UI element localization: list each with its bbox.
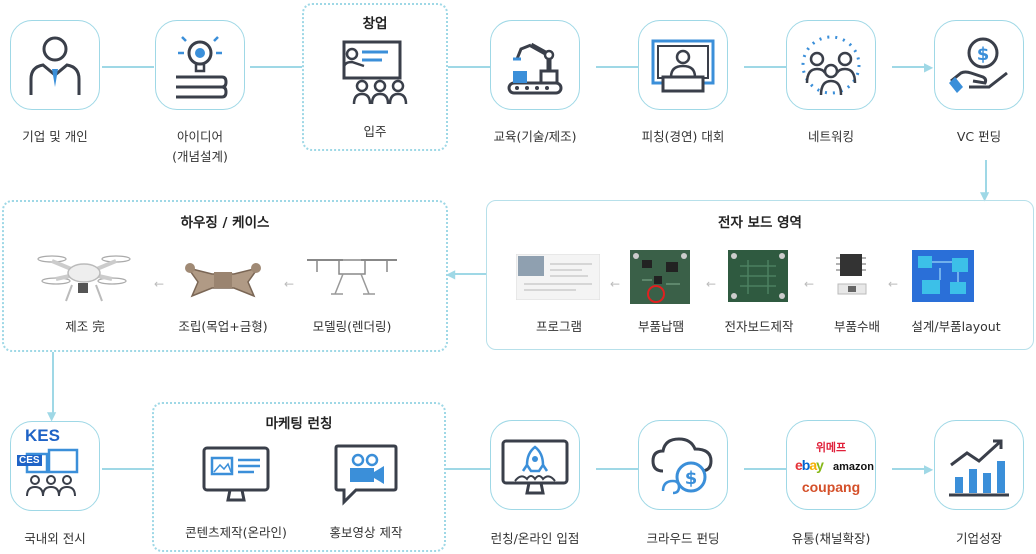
node-label: 유통(채널확장) [791,531,871,546]
arrow-right-icon: ▶ [924,60,934,74]
small-arrow-left-icon: ← [284,277,295,291]
node-label: VC 펀딩 [956,129,1002,144]
electronics-group [486,200,1034,350]
rocket-monitor-icon [501,439,569,495]
startup-title: 창업 [362,16,388,32]
networking-people-icon [801,35,861,96]
node-exhibition: KES CES [10,421,100,511]
small-arrow-left-icon: ← [154,277,165,291]
housing-item-label: 제조 完 [65,319,105,334]
arrow-right-icon: ▶ [924,462,934,476]
connector [52,352,54,414]
node-idea [155,20,245,110]
arrow-left-icon: ◀ [446,267,456,281]
presentation-icon [342,40,408,105]
node-growth [934,420,1024,510]
node-label: 입주 [363,124,387,139]
node-label-sub: (개념설계) [172,149,228,164]
connector [452,273,486,275]
electronics-item-label: 부품수배 [833,319,880,334]
lightbulb-book-icon [176,36,228,99]
electronics-title: 전자 보드 영역 [718,215,802,231]
node-label: 교육(기술/제조) [493,129,577,144]
node-company-individual [10,20,100,110]
pcb-soldered-image [630,250,690,304]
pcb-layout-image [912,250,974,302]
ebay-logo: ebay [795,457,824,473]
node-label: 피칭(경연) 대회 [641,129,725,144]
drone-wireframe-image [307,259,397,295]
marketing-item-label: 홍보영상 제작 [329,525,403,540]
connector [446,468,490,470]
marketing-item-label: 콘텐츠제작(온라인) [185,525,287,540]
node-label: 런칭/온라인 입점 [490,531,580,546]
node-label: 기업 및 개인 [22,129,88,144]
connector [102,66,154,68]
svg-text:$: $ [685,468,698,489]
node-pitching [638,20,728,110]
small-arrow-left-icon: ← [706,277,717,291]
node-distribution: 위메프 ebay amazon coupang [786,420,876,510]
housing-group [2,200,448,352]
node-education [490,20,580,110]
arrow-down-icon: ▼ [47,409,57,423]
hand-dollar-icon: $ [949,37,1008,93]
coupang-logo: coupang [801,479,861,495]
electronics-item-label: 부품납땜 [637,319,684,334]
node-networking [786,20,876,110]
growth-chart-icon [949,439,1009,497]
video-bubble-icon [334,444,398,506]
housing-item-label: 조립(목업+금형) [178,319,268,334]
connector [250,66,302,68]
node-label: 크라우드 펀딩 [646,531,720,546]
connector [102,468,152,470]
housing-title: 하우징 / 케이스 [180,215,270,231]
connector [985,160,987,196]
node-move-in [330,38,420,108]
electronics-item-label: 프로그램 [535,319,582,334]
robot-arm-icon [507,42,563,95]
node-label: 국내외 전시 [24,531,86,546]
node-label: 네트워킹 [807,129,854,144]
businessman-icon [29,36,81,95]
marketing-title: 마케팅 런칭 [265,416,333,432]
small-arrow-left-icon: ← [610,277,621,291]
kes-logo: KES [25,426,60,445]
connector [596,468,638,470]
amazon-logo: amazon [833,461,874,473]
node-vc-funding: $ [934,20,1024,110]
connector [744,468,786,470]
startup-group [302,3,448,151]
pitching-screen-icon [651,39,715,93]
wemakeprice-logo: 위메프 [815,441,847,454]
node-launch-online [490,420,580,510]
connector [892,66,928,68]
pcb-board-image [728,250,788,302]
chip-component-image [836,254,867,295]
housing-item-label: 모델링(렌더링) [312,319,392,334]
connector [448,66,490,68]
drone-final-image [37,255,131,302]
arrow-down-icon: ▼ [980,189,990,203]
electronics-item-label: 설계/부품layout [911,319,1001,334]
node-label: 아이디어 [176,129,223,144]
program-screen-image [516,254,600,300]
small-arrow-left-icon: ← [804,277,815,291]
marketing-group [152,402,446,552]
small-arrow-left-icon: ← [888,277,899,291]
node-label: 기업성장 [955,531,1002,546]
connector [744,66,786,68]
node-crowd-funding: $ [638,420,728,510]
monitor-content-icon [202,446,270,502]
svg-text:$: $ [977,44,990,65]
ces-logo: CES [17,455,42,466]
drone-frame-image [185,263,261,298]
connector [892,468,928,470]
electronics-item-label: 전자보드제작 [724,319,794,334]
connector [596,66,638,68]
cloud-dollar-icon: $ [651,437,713,495]
